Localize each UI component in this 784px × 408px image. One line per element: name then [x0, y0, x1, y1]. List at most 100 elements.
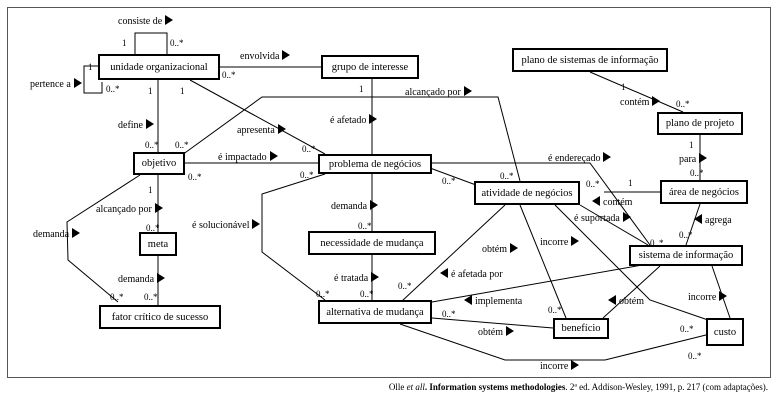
mult-obj-0n-b: 0..*	[188, 172, 202, 182]
entity-label: alternativa de mudança	[326, 306, 424, 318]
entity-label: plano de sistemas de informação	[521, 54, 659, 66]
mult-plano-0n: 0..*	[676, 99, 690, 109]
entity-label: atividade de negócios	[481, 187, 573, 199]
relation-incorre-atv: incorre	[540, 236, 580, 248]
entity-label: necessidade de mudança	[320, 237, 424, 249]
source-caption: Olle et all. Information systems methodo…	[388, 382, 768, 392]
mult-area-0n: 0..*	[690, 168, 704, 178]
line-obtem-si	[602, 265, 661, 319]
arrow-right-icon	[371, 272, 380, 282]
entity-label: área de negócios	[669, 186, 739, 198]
relation-e-impactado: é impactado	[218, 151, 278, 163]
mult-ben-0n: 0..*	[548, 305, 562, 315]
mult-envolvida-0n: 0..*	[222, 70, 236, 80]
mult-si-0n-b: 0..*	[679, 230, 693, 240]
arrow-left-icon	[608, 295, 616, 305]
entity-grupo-de-interesse: grupo de interesse	[321, 55, 419, 79]
relation-e-suportada: é suportada	[574, 212, 631, 224]
arrow-right-icon	[699, 153, 708, 163]
line-alcancado-por-top	[181, 96, 521, 182]
mult-atv-0n-b: 0..*	[586, 179, 600, 189]
line-problema-atividade	[429, 167, 477, 186]
relation-demanda-left: demanda	[33, 228, 81, 240]
line-contem-plano	[589, 71, 684, 113]
entity-label: sistema de informação	[638, 250, 734, 261]
mult-prob-0n-a: 0..*	[302, 144, 316, 154]
arrow-right-icon	[157, 273, 166, 283]
arrow-right-icon	[652, 96, 661, 106]
mult-custo-0n-a: 0..*	[680, 324, 694, 334]
relation-alcancado-por-meta: alcançado por	[96, 203, 163, 215]
entity-label: meta	[147, 238, 169, 250]
mult-define-1: 1	[148, 86, 153, 96]
arrow-right-icon	[146, 119, 154, 129]
arrow-right-icon	[571, 236, 580, 246]
arrow-left-icon	[592, 196, 600, 206]
entity-problema-de-negocios: problema de negócios	[318, 154, 432, 174]
relation-obtem-atv: obtém	[482, 243, 518, 255]
mult-alt-0n-b: 0..*	[360, 289, 374, 299]
arrow-right-icon	[369, 114, 378, 124]
mult-prob-0n-b: 0..*	[300, 170, 314, 180]
arrow-right-icon	[510, 243, 518, 253]
mult-fator-0n-b: 0..*	[144, 292, 158, 302]
arrow-right-icon	[72, 228, 81, 238]
entity-area-de-negocios: área de negócios	[660, 180, 748, 204]
arrow-right-icon	[370, 200, 379, 210]
arrow-right-icon	[154, 203, 163, 213]
mult-alt-0n-c: 0..*	[398, 281, 412, 291]
relation-demanda-fator: demanda	[118, 273, 166, 285]
relation-agrega: agrega	[694, 214, 732, 226]
entity-alternativa-de-mudanca: alternativa de mudança	[318, 300, 432, 324]
line-e-afetada-por	[401, 204, 506, 302]
relation-implementa: implementa	[464, 295, 522, 307]
relation-incorre-alt: incorre	[540, 360, 580, 372]
mult-atv-0n-a: 0..*	[500, 171, 514, 181]
entity-label: custo	[713, 326, 737, 338]
mult-alt-0n-a: 0..*	[316, 289, 330, 299]
mult-obj-1: 1	[148, 185, 153, 195]
mult-obj-0n-a: 0..*	[175, 140, 189, 150]
arrow-right-icon	[73, 78, 82, 88]
relation-incorre-si: incorre	[688, 291, 728, 303]
relation-e-afetada-por: é afetada por	[440, 268, 503, 280]
mult-pertence-1: 1	[88, 62, 93, 72]
arrow-right-icon	[165, 15, 174, 25]
entity-sistema-de-informacao: sistema de informação	[629, 245, 743, 266]
line-e-suportada	[579, 204, 649, 246]
entity-label: grupo de interesse	[331, 61, 409, 73]
entity-label: benefício	[561, 323, 601, 334]
line-consiste-de	[134, 32, 168, 55]
line-pertence-a	[83, 65, 103, 94]
arrow-right-icon	[622, 212, 631, 222]
arrow-right-icon	[269, 151, 278, 161]
relation-pertence-a: pertence a	[30, 78, 82, 90]
arrow-left-icon	[694, 214, 702, 224]
line-unidade-problema	[189, 79, 326, 155]
entity-fator-critico-de-sucesso: fator crítico de sucesso	[99, 305, 221, 329]
entity-plano-de-sistemas-de-informacao: plano de sistemas de informação	[512, 48, 668, 72]
entity-necessidade-de-mudanca: necessidade de mudança	[308, 231, 436, 255]
mult-alt-0n-d: 0..*	[442, 309, 456, 319]
mult-custo-0n-b: 0..*	[688, 351, 702, 361]
mult-consiste-0n: 0..*	[170, 38, 184, 48]
line-agrega	[685, 203, 701, 246]
entity-beneficio: benefício	[553, 318, 609, 339]
line-obtem-atv	[519, 204, 567, 319]
mult-apresenta-1: 1	[180, 86, 185, 96]
entity-label: objetivo	[141, 158, 177, 169]
relation-e-afetado: é afetado	[330, 114, 378, 126]
entity-meta: meta	[139, 232, 177, 256]
arrow-right-icon	[252, 219, 261, 229]
relation-contem-plano: contém	[620, 96, 661, 108]
relation-apresenta: apresenta	[237, 124, 286, 136]
arrow-right-icon	[282, 50, 291, 60]
relation-consiste-de: consiste de	[118, 15, 174, 27]
line-implementa	[431, 263, 649, 303]
line-incorre-alt	[399, 323, 711, 361]
mult-grupo-1: 1	[359, 84, 364, 94]
mult-nec-0n: 0..*	[358, 221, 372, 231]
line-e-solucionavel	[261, 173, 326, 301]
arrow-right-icon	[277, 124, 286, 134]
